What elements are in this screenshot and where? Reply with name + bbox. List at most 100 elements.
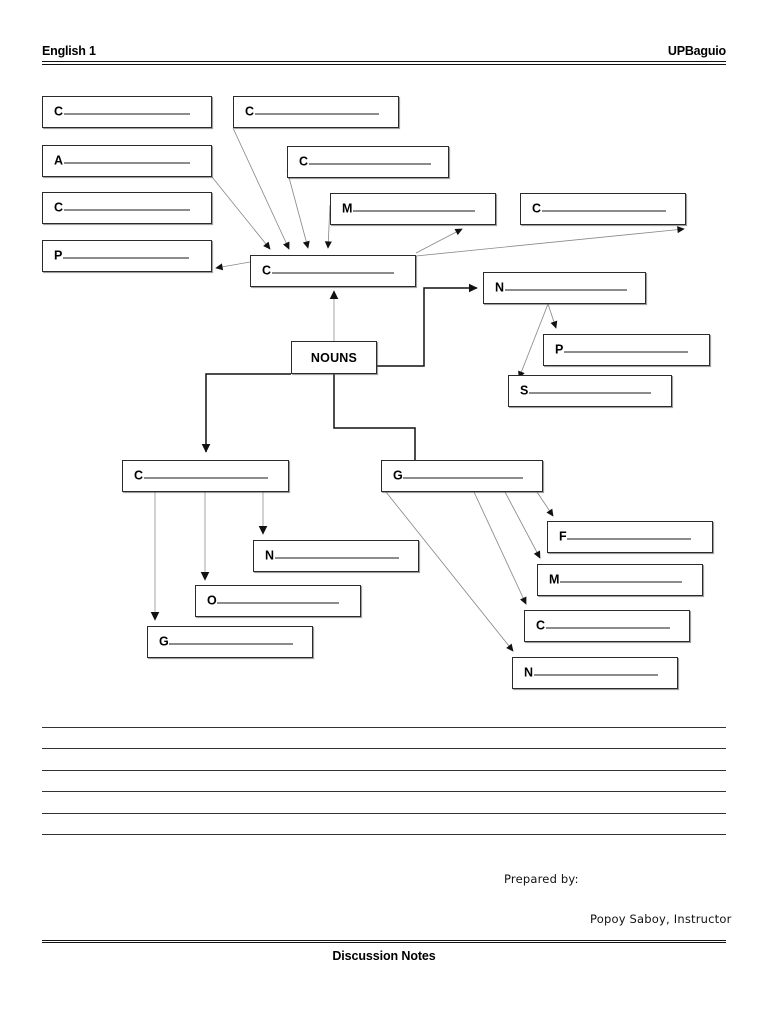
- node-letter-prompt: C: [54, 200, 63, 215]
- node-blank: C: [532, 202, 666, 216]
- node-letter-prompt: P: [54, 248, 63, 263]
- node-blank: C: [299, 154, 431, 169]
- writing-line[interactable]: [42, 771, 726, 792]
- node-answer-rule[interactable]: [254, 113, 379, 115]
- node-letter-prompt: C: [299, 154, 308, 169]
- organizer-node-n-bottom-right[interactable]: N: [512, 657, 678, 689]
- organizer-node-s-right[interactable]: S: [508, 375, 672, 407]
- node-letter-prompt: O: [207, 593, 217, 608]
- organizer-node-c-upper-mid[interactable]: C: [287, 146, 449, 178]
- node-answer-rule[interactable]: [274, 557, 399, 559]
- node-blank: C: [262, 263, 394, 278]
- node-answer-rule[interactable]: [63, 113, 190, 115]
- organizer-node-n-mid-left[interactable]: N: [253, 540, 419, 572]
- organizer-node-c-lower-left[interactable]: C: [122, 460, 289, 492]
- node-answer-rule[interactable]: [63, 257, 190, 259]
- node-blank: N: [265, 549, 399, 563]
- node-letter-prompt: S: [520, 383, 529, 398]
- organizer-node-p-left-fourth[interactable]: P: [42, 240, 212, 272]
- node-blank: P: [555, 342, 689, 357]
- header-course-title: English 1: [42, 44, 96, 58]
- organizer-node-a-left[interactable]: A: [42, 145, 212, 177]
- node-answer-rule[interactable]: [529, 392, 652, 394]
- node-blank: A: [54, 153, 190, 168]
- node-letter-prompt: C: [536, 618, 545, 633]
- node-blank: M: [549, 572, 683, 587]
- node-answer-rule[interactable]: [567, 538, 692, 540]
- node-blank: F: [559, 529, 692, 544]
- organizer-node-m-lower-right[interactable]: M: [537, 564, 703, 596]
- node-answer-rule[interactable]: [560, 581, 683, 583]
- node-blank: C: [54, 104, 190, 119]
- node-blank: C: [54, 200, 190, 215]
- node-answer-rule[interactable]: [63, 162, 190, 164]
- node-letter-prompt: P: [555, 342, 564, 357]
- node-answer-rule[interactable]: [564, 351, 689, 353]
- organizer-node-g-lower-right[interactable]: G: [381, 460, 543, 492]
- organizer-node-o-lower-left[interactable]: O: [195, 585, 361, 617]
- prepared-by-label: Prepared by:: [504, 872, 579, 886]
- writing-line[interactable]: [42, 792, 726, 814]
- node-answer-rule[interactable]: [63, 209, 190, 211]
- node-blank: G: [393, 468, 524, 483]
- node-letter-prompt: C: [54, 104, 63, 119]
- central-node-nouns[interactable]: NOUNS: [291, 341, 377, 374]
- organizer-node-f-right[interactable]: F: [547, 521, 713, 553]
- node-blank: G: [159, 634, 294, 649]
- central-node-label: NOUNS: [310, 350, 358, 365]
- node-letter-prompt: C: [134, 468, 143, 483]
- node-blank: N: [524, 665, 658, 680]
- node-answer-rule[interactable]: [353, 210, 476, 212]
- node-answer-rule[interactable]: [504, 289, 627, 291]
- organizer-node-c-top-left[interactable]: C: [42, 96, 212, 128]
- writing-line[interactable]: [42, 749, 726, 771]
- organizer-node-m-right[interactable]: M: [330, 193, 496, 225]
- node-answer-rule[interactable]: [541, 210, 666, 212]
- node-letter-prompt: F: [559, 529, 567, 544]
- node-blank: S: [520, 383, 652, 398]
- organizer-node-c-top-mid[interactable]: C: [233, 96, 399, 128]
- footer-rule: [42, 940, 726, 943]
- node-answer-rule[interactable]: [271, 272, 394, 274]
- organizer-node-c-lower-right[interactable]: C: [524, 610, 690, 642]
- node-answer-rule[interactable]: [308, 163, 431, 165]
- node-letter-prompt: A: [54, 153, 63, 168]
- node-blank: O: [207, 593, 340, 608]
- organizer-node-n-right-upper[interactable]: N: [483, 272, 646, 304]
- node-letter-prompt: G: [159, 634, 169, 649]
- node-letter-prompt: G: [393, 468, 403, 483]
- organizer-node-c-left-third[interactable]: C: [42, 192, 212, 224]
- node-letter-prompt: N: [524, 665, 533, 680]
- node-answer-rule[interactable]: [533, 674, 658, 676]
- node-letter-prompt: M: [549, 572, 560, 587]
- node-blank: P: [54, 248, 190, 263]
- node-letter-prompt: C: [262, 263, 271, 278]
- node-answer-rule[interactable]: [403, 477, 524, 479]
- header-institution: UPBaguio: [667, 44, 726, 58]
- writing-line[interactable]: [42, 728, 726, 749]
- signer-name: Popoy Saboy, Instructor: [590, 912, 732, 926]
- page-footer: Discussion Notes: [42, 940, 726, 963]
- organizer-node-c-center-hub[interactable]: C: [250, 255, 416, 287]
- organizer-node-p-right[interactable]: P: [543, 334, 710, 366]
- node-answer-rule[interactable]: [545, 627, 670, 629]
- note-writing-lines: [42, 706, 726, 835]
- node-answer-rule[interactable]: [169, 643, 294, 645]
- node-blank: C: [536, 618, 670, 633]
- header-rule: [42, 61, 726, 65]
- node-letter-prompt: C: [245, 104, 254, 119]
- node-letter-prompt: N: [495, 280, 504, 295]
- page-header: English 1 UPBaguio: [42, 44, 726, 68]
- node-blank: C: [134, 468, 268, 483]
- writing-line[interactable]: [42, 706, 726, 728]
- organizer-node-g-bottom-left[interactable]: G: [147, 626, 313, 658]
- node-letter-prompt: M: [342, 201, 353, 216]
- node-answer-rule[interactable]: [143, 477, 268, 479]
- writing-line[interactable]: [42, 814, 726, 835]
- node-answer-rule[interactable]: [217, 602, 340, 604]
- node-blank: N: [495, 280, 627, 295]
- organizer-node-c-far-right[interactable]: C: [520, 193, 686, 225]
- node-blank: C: [245, 104, 379, 119]
